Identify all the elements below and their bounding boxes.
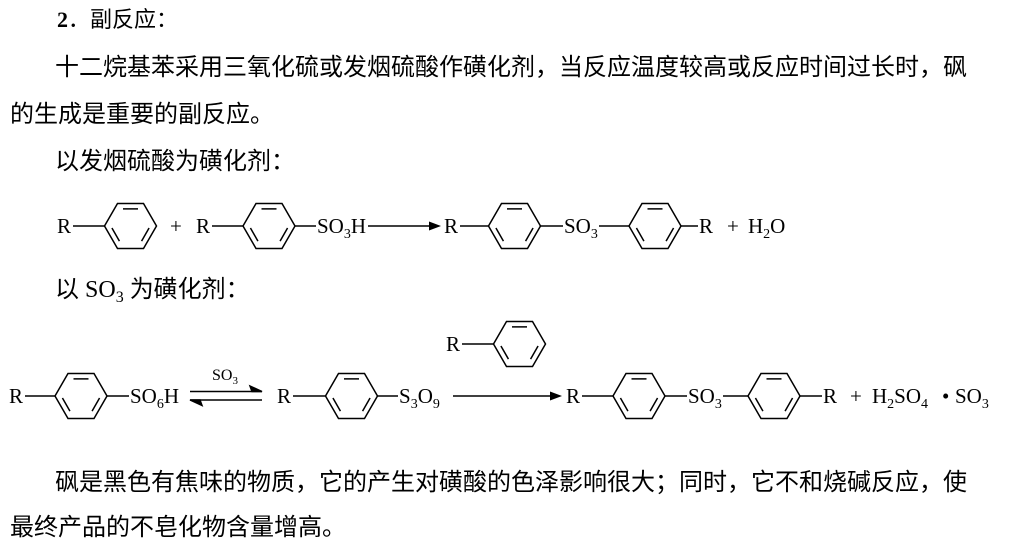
formula-subscript: 3 — [343, 227, 351, 242]
plus-sign: + — [850, 384, 862, 408]
plus-sign: + — [727, 214, 739, 238]
r-group-label: R — [277, 384, 292, 408]
co-reactant-r-group-label: R — [446, 332, 461, 356]
r-group-label: R — [566, 384, 581, 408]
caption-text: 为磺化剂： — [123, 277, 250, 303]
sulfuric-acid-formula: H2SO4 — [872, 384, 928, 412]
reagent-caption-oleum: 以发烟硫酸为磺化剂： — [55, 149, 295, 175]
reaction-1-structures — [73, 202, 698, 250]
r-group-label: R — [444, 214, 459, 238]
section-heading: 2．副反应： — [57, 7, 178, 33]
formula-subscript: 3 — [410, 397, 418, 412]
benzene-ring — [747, 372, 801, 420]
reagent-caption-so3: 以 SO3 为磺化剂： — [55, 276, 250, 306]
equilibrium-arrow-forward-head — [248, 384, 263, 393]
benzene-ring — [487, 202, 542, 250]
benzene-ring — [324, 372, 379, 420]
formula-text: SO — [317, 214, 344, 238]
sulfonic-acid-group: SO3H — [317, 214, 367, 242]
r-group-label: R — [196, 214, 211, 238]
formula-text: O — [417, 384, 433, 408]
benzene-ring — [103, 202, 158, 250]
formula-subscript: 3 — [981, 397, 989, 412]
formula-text: SO — [130, 384, 157, 408]
plus-sign: + — [170, 214, 182, 238]
formula-subscript: 3 — [714, 397, 722, 412]
benzene-ring — [612, 372, 666, 420]
water-formula: H2O — [748, 214, 786, 242]
formula-subscript: 6 — [156, 397, 164, 412]
r-group-label: R — [699, 214, 714, 238]
benzene-ring — [54, 372, 108, 420]
formula-subscript: 3 — [232, 375, 238, 387]
intermediate-sulfur-group: S3O9 — [399, 384, 440, 412]
formula-subscript: 9 — [432, 397, 440, 412]
section-title: ．副反应： — [68, 7, 179, 32]
reaction-arrow-head — [429, 221, 441, 231]
caption-formula-subscript: 3 — [115, 289, 124, 306]
formula-text: H — [748, 214, 764, 238]
formula-text: S — [399, 384, 411, 408]
paragraph-line: 最终产品的不皂化物含量增高。 — [10, 515, 346, 541]
caption-text: 以 — [55, 277, 85, 303]
r-group-label: R — [57, 214, 72, 238]
formula-subscript: 4 — [921, 397, 929, 412]
benzene-ring — [492, 320, 547, 368]
adduct-dot: • — [942, 384, 950, 408]
paragraph-line: 砜是黑色有焦味的物质，它的产生对磺酸的色泽影响很大；同时，它不和烧碱反应，使 — [55, 470, 967, 496]
r-group-label: R — [9, 384, 24, 408]
paragraph-line: 十二烷基苯采用三氧化硫或发烟硫酸作磺化剂，当反应温度较高或反应时间过长时，砜 — [55, 55, 967, 81]
section-number: 2 — [57, 7, 68, 32]
r-group-label: R — [823, 384, 838, 408]
formula-text: SO — [688, 384, 715, 408]
formula-subscript: 2 — [887, 397, 895, 412]
caption-formula: SO — [85, 277, 116, 303]
formula-text: SO — [564, 214, 591, 238]
formula-text: H — [872, 384, 888, 408]
formula-text: H — [163, 384, 180, 408]
reactant-sulfur-group: SO6H — [130, 384, 180, 412]
formula-text: SO — [894, 384, 922, 408]
equilibrium-arrow-reverse-head — [189, 399, 204, 407]
sulfur-trioxide-formula: SO3 — [955, 384, 989, 412]
paragraph-line: 的生成是重要的副反应。 — [10, 102, 274, 128]
benzene-ring — [628, 202, 682, 250]
equilibrium-reagent-label: SO3 — [212, 367, 238, 387]
benzene-ring — [242, 202, 296, 250]
formula-subscript: 3 — [590, 227, 598, 242]
formula-text: H — [350, 214, 367, 238]
sulfone-bridge: SO3 — [688, 384, 722, 412]
reaction-arrow-head — [550, 391, 562, 401]
reaction-2-structures — [25, 320, 822, 420]
formula-text: SO — [212, 367, 233, 384]
formula-text: O — [770, 214, 786, 238]
sulfone-bridge: SO3 — [564, 214, 598, 242]
formula-subscript: 2 — [763, 227, 771, 242]
formula-text: SO — [955, 384, 982, 408]
